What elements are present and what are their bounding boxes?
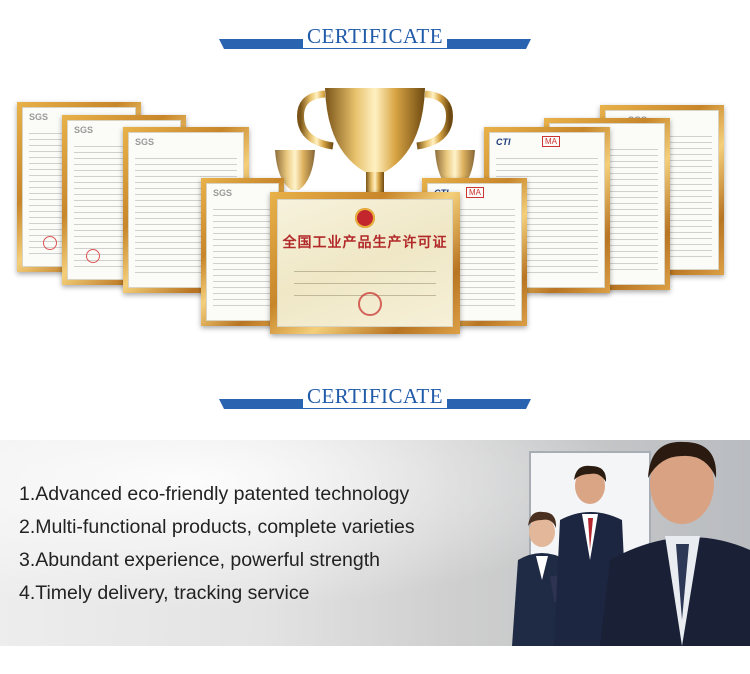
feature-list: 1.Advanced eco-friendly patented technol… (19, 478, 415, 610)
red-seal-icon (358, 292, 382, 316)
ma-mark: MA (542, 136, 560, 147)
feature-item: 2.Multi-functional products, complete va… (19, 516, 415, 538)
features-banner: 1.Advanced eco-friendly patented technol… (0, 440, 750, 646)
header-bar-left (219, 39, 303, 49)
national-emblem-icon (355, 208, 375, 228)
header-underline (303, 408, 447, 409)
business-team-image (512, 441, 750, 646)
header-bar-right (447, 399, 531, 409)
header-bar-right (447, 39, 531, 49)
sgs-logo: SGS (29, 112, 49, 122)
header-underline (303, 48, 447, 49)
feature-item: 4.Timely delivery, tracking service (19, 582, 310, 604)
main-certificate-title: 全国工业产品生产许可证 (282, 235, 448, 251)
mid-section-header: CERTIFICATE (0, 382, 750, 422)
sgs-logo: SGS (213, 188, 233, 198)
trophy-icon (275, 88, 475, 194)
cti-logo: CTI (496, 137, 511, 147)
feature-item: 1.Advanced eco-friendly patented technol… (19, 483, 410, 505)
sgs-logo: SGS (135, 137, 155, 147)
section-title: CERTIFICATE (306, 384, 444, 408)
main-certificate: 全国工业产品生产许可证 (270, 192, 460, 334)
header-bar-left (219, 399, 303, 409)
sgs-logo: SGS (74, 125, 94, 135)
section-title: CERTIFICATE (306, 24, 444, 48)
ma-mark: MA (466, 187, 484, 198)
top-section-header: CERTIFICATE (0, 22, 750, 62)
feature-item: 3.Abundant experience, powerful strength (19, 549, 380, 571)
